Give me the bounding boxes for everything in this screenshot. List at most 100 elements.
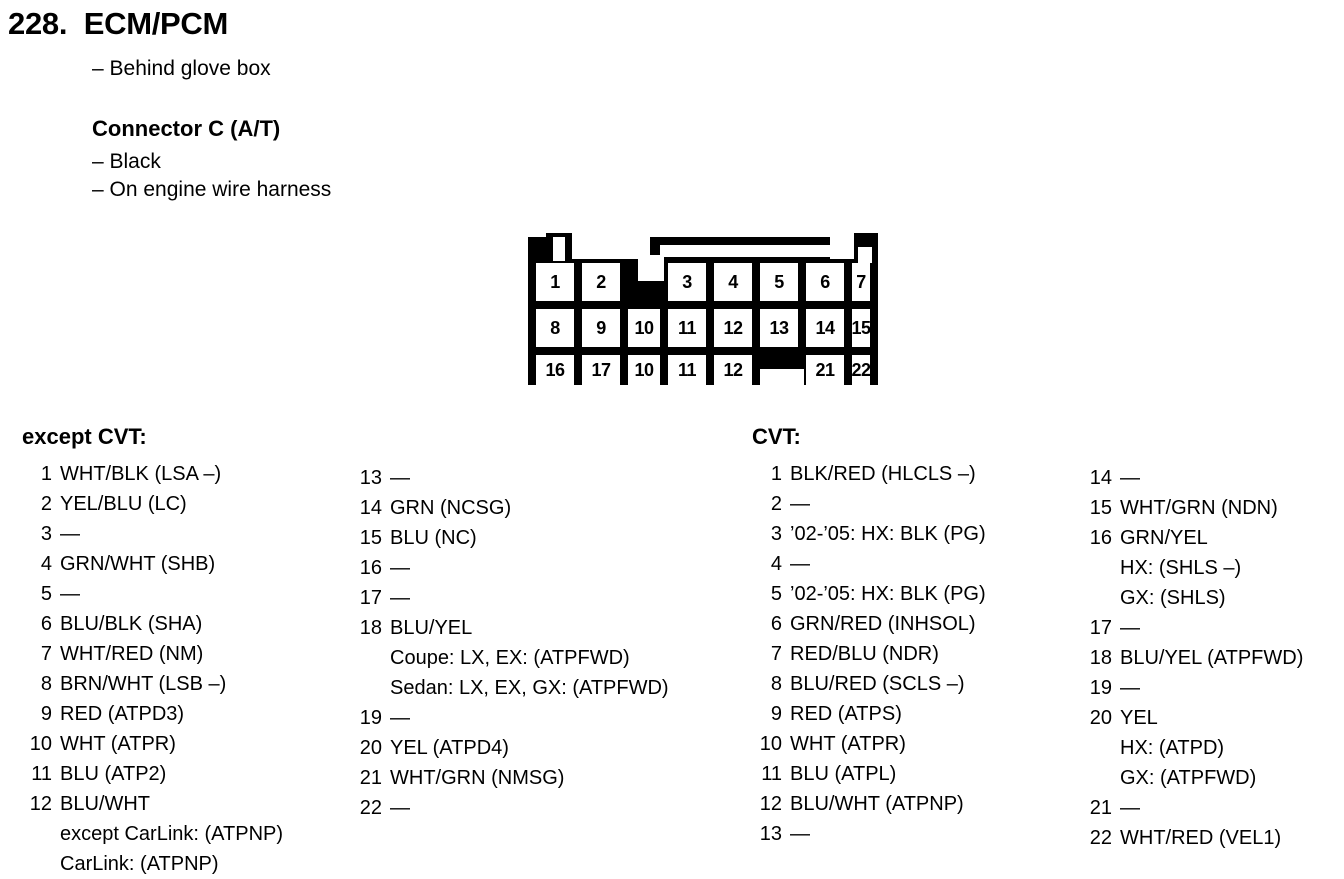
pin-number: 1 <box>770 463 782 485</box>
pin-number: 6 <box>40 613 52 635</box>
pin-value: — <box>390 467 410 489</box>
pin-number: 20 <box>359 737 382 759</box>
pin-number: 3 <box>770 523 782 545</box>
pin-value: WHT/GRN (NMSG) <box>390 767 565 789</box>
pin-number: 2 <box>40 493 52 515</box>
pin-number: 19 <box>359 707 382 729</box>
pin-entry: 5— <box>22 579 352 609</box>
pin-value: WHT/RED (VEL1) <box>1120 827 1282 849</box>
pin-value: WHT (ATPR) <box>790 733 906 755</box>
connector-notch-right-inner <box>858 247 872 263</box>
pin-value: — <box>1120 467 1140 489</box>
pin-number: 8 <box>770 673 782 695</box>
pin-value: ’02-’05: HX: BLK (PG) <box>790 523 986 545</box>
connector-notch-top-right-gap <box>830 233 854 259</box>
pin-cell: 12 <box>714 309 752 347</box>
pin-value: RED/BLU (NDR) <box>790 643 939 665</box>
pin-value: YEL/BLU (LC) <box>60 493 187 515</box>
connector-notch-top-middle <box>638 255 664 281</box>
pin-entry: 2— <box>752 489 1072 519</box>
pin-cell: 11 <box>668 309 706 347</box>
pin-value: — <box>390 707 410 729</box>
pin-value: BLU (NC) <box>390 527 477 549</box>
pin-entry: 14— <box>1082 463 1342 493</box>
pin-number: 7 <box>770 643 782 665</box>
pin-entry: 1 BLK/RED (HLCLS –) <box>752 459 1072 489</box>
pin-value: — <box>790 823 810 845</box>
pin-value: — <box>790 553 810 575</box>
pin-number: 2 <box>770 493 782 515</box>
pin-entry: 21 — <box>1082 793 1342 823</box>
pin-number: 7 <box>40 643 52 665</box>
pin-entry: 21 WHT/GRN (NMSG) <box>352 763 712 793</box>
pin-value: BLU/YEL (ATPFWD) <box>1120 647 1304 669</box>
pin-number: 16 <box>359 557 382 579</box>
pin-value: — <box>1120 677 1140 699</box>
pin-number: 21 <box>1089 797 1112 819</box>
pin-value: RED (ATPD3) <box>60 703 185 725</box>
pin-value: WHT/GRN (NDN) <box>1120 497 1278 519</box>
pin-number: 12 <box>29 793 52 815</box>
pin-value: WHT/BLK (LSA –) <box>60 463 222 485</box>
pin-entry: 3— <box>22 519 352 549</box>
pin-value: YEL (ATPD4) <box>390 737 509 759</box>
pin-number: 18 <box>359 617 382 639</box>
pin-entry: 17— <box>352 583 712 613</box>
pin-value: WHT (ATPR) <box>60 733 176 755</box>
pin-value: BLU (ATP2) <box>60 763 167 785</box>
pin-number: 13 <box>359 467 382 489</box>
pin-cell: 17 <box>582 355 620 385</box>
pin-value: — <box>790 493 810 515</box>
pin-value: — <box>1120 617 1140 639</box>
pin-number: 21 <box>359 767 382 789</box>
pin-value-variant: Sedan: LX, EX, GX: (ATPFWD) <box>390 677 669 699</box>
pin-entry: 19 — <box>1082 673 1342 703</box>
pin-value-variant: GX: (SHLS) <box>1120 587 1226 609</box>
pin-entry: 3 ’02-’05: HX: BLK (PG) <box>752 519 1072 549</box>
pin-value: — <box>1120 797 1140 819</box>
connector-note-harness: – On engine wire harness <box>92 178 332 201</box>
pin-cell: 6 <box>806 263 844 301</box>
pin-cell: 1 <box>536 263 574 301</box>
pin-number: 3 <box>40 523 52 545</box>
connector-notch-bottom-gap <box>760 369 804 387</box>
pin-cell: 22 <box>851 355 871 385</box>
pin-number: 15 <box>1089 497 1112 519</box>
pin-number: 11 <box>761 763 782 785</box>
pin-cell: 9 <box>582 309 620 347</box>
pin-cell: 13 <box>760 309 798 347</box>
pin-value: BLK/RED (HLCLS –) <box>790 463 976 485</box>
pin-entry: 7 RED/BLU (NDR) <box>752 639 1072 669</box>
pin-value: GRN (NCSG) <box>390 497 512 519</box>
location-note: – Behind glove box <box>92 57 271 80</box>
pin-entry: 5’02-’05: HX: BLK (PG) <box>752 579 1072 609</box>
pin-number: 19 <box>1089 677 1112 699</box>
pin-number: 12 <box>759 793 782 815</box>
pin-value: — <box>390 587 410 609</box>
pin-value-variant: GX: (ATPFWD) <box>1120 767 1257 789</box>
pin-entry: 22— <box>352 793 712 823</box>
pin-value: GRN/WHT (SHB) <box>60 553 216 575</box>
pin-entry: 13 — <box>352 463 712 493</box>
pin-value-variant: Coupe: LX, EX: (ATPFWD) <box>390 647 630 669</box>
pin-number: 13 <box>759 823 782 845</box>
pin-entry: 15 WHT/GRN (NDN) <box>1082 493 1342 523</box>
pin-number: 15 <box>359 527 382 549</box>
connector-note-color: – Black <box>92 150 161 173</box>
pin-cell: 3 <box>668 263 706 301</box>
pin-value: — <box>60 523 80 545</box>
pin-value: RED (ATPS) <box>790 703 902 725</box>
